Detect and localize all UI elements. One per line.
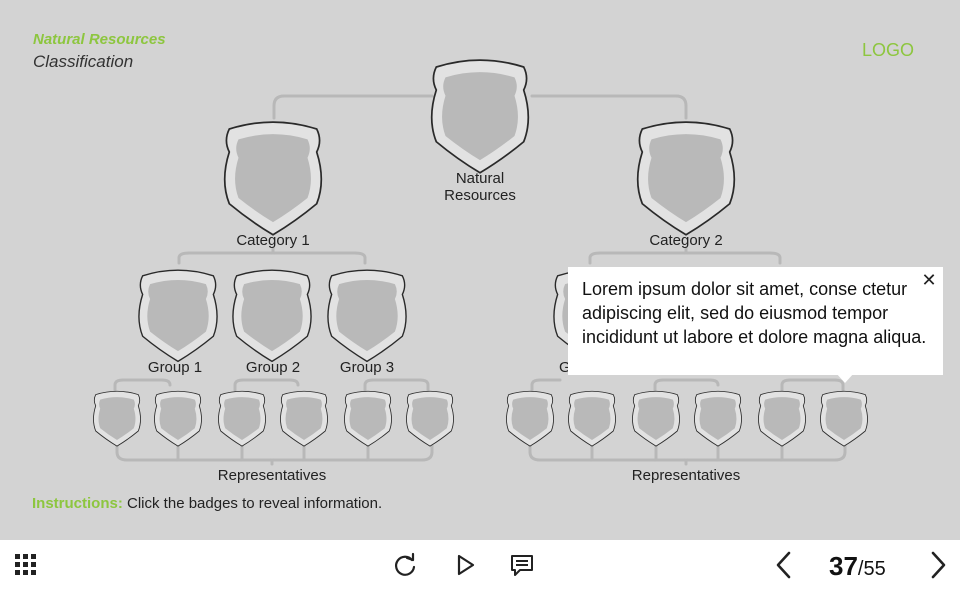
representative-badge[interactable] bbox=[820, 390, 868, 447]
info-tooltip: Lorem ipsum dolor sit amet, conse ctetur… bbox=[568, 267, 943, 383]
representatives-label-right: Representatives bbox=[631, 467, 741, 484]
grid-menu-icon[interactable] bbox=[12, 550, 40, 580]
representative-badge[interactable] bbox=[694, 390, 742, 447]
representative-badge[interactable] bbox=[344, 390, 392, 447]
play-icon[interactable] bbox=[450, 550, 480, 580]
category-1-badge[interactable] bbox=[223, 121, 323, 236]
category-1-label: Category 1 bbox=[236, 232, 310, 249]
tooltip-text: Lorem ipsum dolor sit amet, conse ctetur… bbox=[582, 279, 927, 347]
group-2-label: Group 2 bbox=[245, 359, 301, 376]
group-1-label: Group 1 bbox=[147, 359, 203, 376]
total-pages: /55 bbox=[857, 558, 886, 580]
instructions-text: Click the badges to reveal information. bbox=[127, 495, 383, 512]
page-indicator: 37/55 bbox=[829, 551, 886, 582]
slide-stage: Natural Resources Classification LOGO bbox=[0, 0, 960, 540]
logo: LOGO bbox=[862, 40, 915, 60]
chevron-left-icon[interactable] bbox=[770, 550, 798, 580]
representative-badge[interactable] bbox=[632, 390, 680, 447]
player-toolbar: 37/55 bbox=[0, 540, 960, 590]
close-icon[interactable]: ✕ bbox=[921, 270, 937, 290]
representative-badge[interactable] bbox=[758, 390, 806, 447]
instructions: Instructions: Click the badges to reveal… bbox=[32, 495, 382, 512]
classification-tree bbox=[93, 59, 868, 466]
category-2-badge[interactable] bbox=[636, 121, 736, 236]
slide-title: Natural Resources bbox=[33, 31, 166, 48]
representative-badge[interactable] bbox=[568, 390, 616, 447]
chevron-right-icon[interactable] bbox=[924, 550, 952, 580]
representative-badge[interactable] bbox=[154, 390, 202, 447]
group-3-badge[interactable] bbox=[327, 269, 407, 363]
tooltip-pointer bbox=[836, 373, 854, 383]
representative-badge[interactable] bbox=[280, 390, 328, 447]
representative-badge[interactable] bbox=[506, 390, 554, 447]
category-2-label: Category 2 bbox=[649, 232, 723, 249]
slide-subtitle: Classification bbox=[33, 52, 134, 71]
current-page: 37 bbox=[829, 551, 858, 581]
group-2-badge[interactable] bbox=[232, 269, 312, 363]
representatives-label-left: Representatives bbox=[217, 467, 327, 484]
representative-badge[interactable] bbox=[218, 390, 266, 447]
group-3-label: Group 3 bbox=[339, 359, 395, 376]
representative-badge[interactable] bbox=[93, 390, 141, 447]
root-badge[interactable] bbox=[430, 59, 530, 174]
representative-badge[interactable] bbox=[406, 390, 454, 447]
group-1-badge[interactable] bbox=[138, 269, 218, 363]
tree-connectors bbox=[113, 94, 847, 466]
replay-icon[interactable] bbox=[390, 550, 420, 580]
root-label: Natural Resources bbox=[444, 170, 516, 204]
instructions-label: Instructions: bbox=[32, 495, 123, 512]
group-4-label-partial: G bbox=[559, 359, 571, 376]
notes-icon[interactable] bbox=[507, 550, 537, 580]
